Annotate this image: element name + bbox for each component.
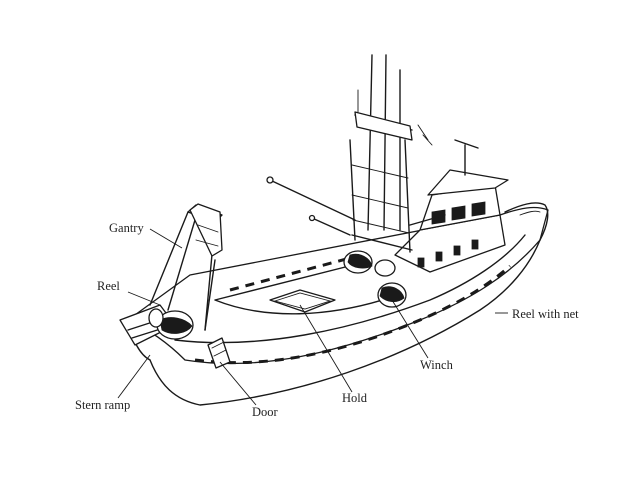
stern-assembly (119, 304, 231, 369)
leader-stern-ramp (117, 354, 151, 399)
label-hold: Hold (342, 391, 368, 405)
label-gantry: Gantry (109, 221, 144, 235)
gantry (149, 203, 223, 331)
deckhouse (394, 139, 509, 273)
label-stern-ramp: Stern ramp (75, 398, 130, 412)
leader-lines (117, 228, 508, 406)
label-reel-with-net: Reel with net (512, 307, 579, 321)
mast (266, 54, 446, 253)
leader-gantry (149, 228, 183, 249)
hold-hatch (269, 289, 336, 313)
labels: Gantry Reel Stern ramp Door Hold Winch R… (75, 221, 579, 419)
leader-hold (299, 304, 353, 393)
label-winch: Winch (420, 358, 454, 372)
winches (343, 250, 407, 308)
label-door: Door (252, 405, 279, 419)
leader-door (219, 361, 257, 406)
leader-reel (127, 291, 161, 306)
label-reel: Reel (97, 279, 120, 293)
leader-winch (391, 299, 429, 359)
